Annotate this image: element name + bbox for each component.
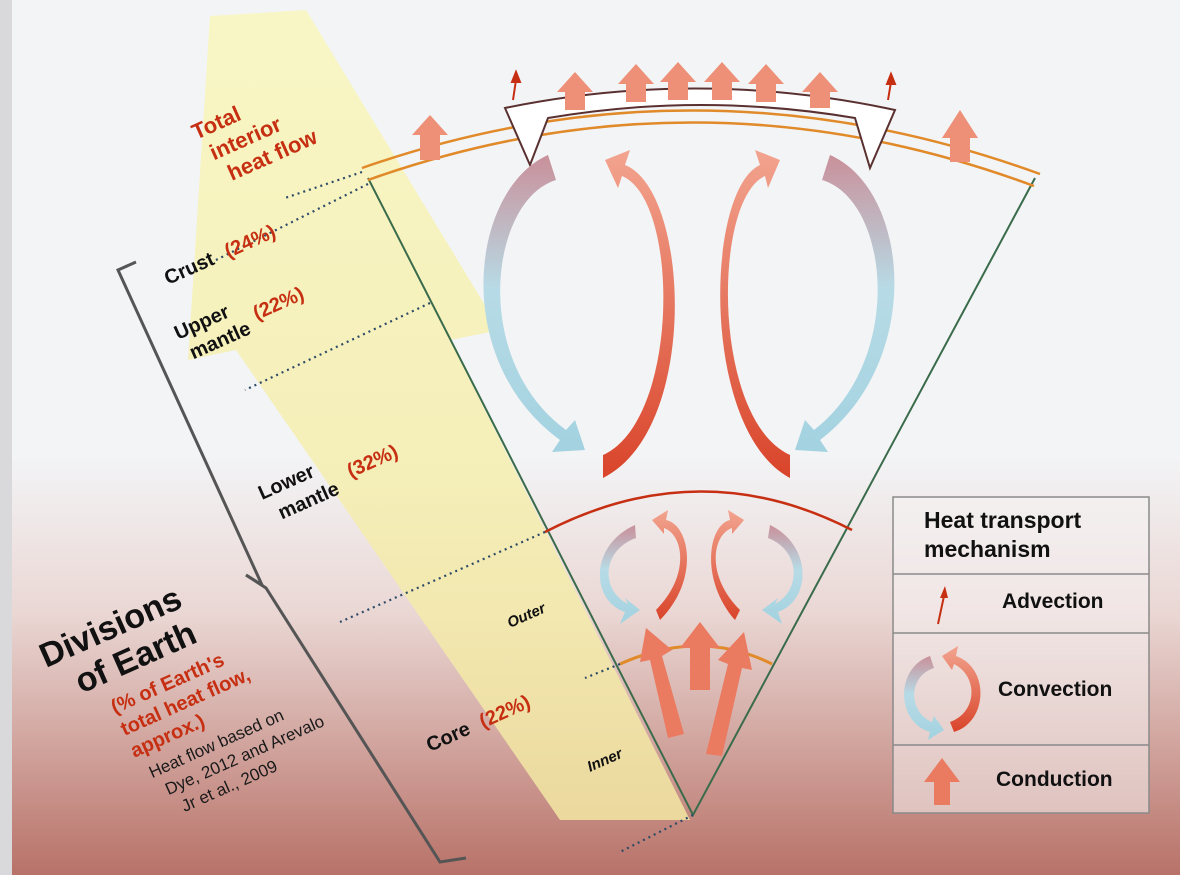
legend-advection-label: Advection (1002, 590, 1104, 613)
legend-title-line1: Heat transport (924, 507, 1082, 533)
left-margin-strip (0, 0, 12, 875)
legend-convection-label: Convection (998, 678, 1112, 701)
legend: Heat transport mechanism Advection Conve… (893, 497, 1149, 813)
legend-conduction-label: Conduction (996, 768, 1113, 791)
legend-title-line2: mechanism (924, 536, 1051, 562)
